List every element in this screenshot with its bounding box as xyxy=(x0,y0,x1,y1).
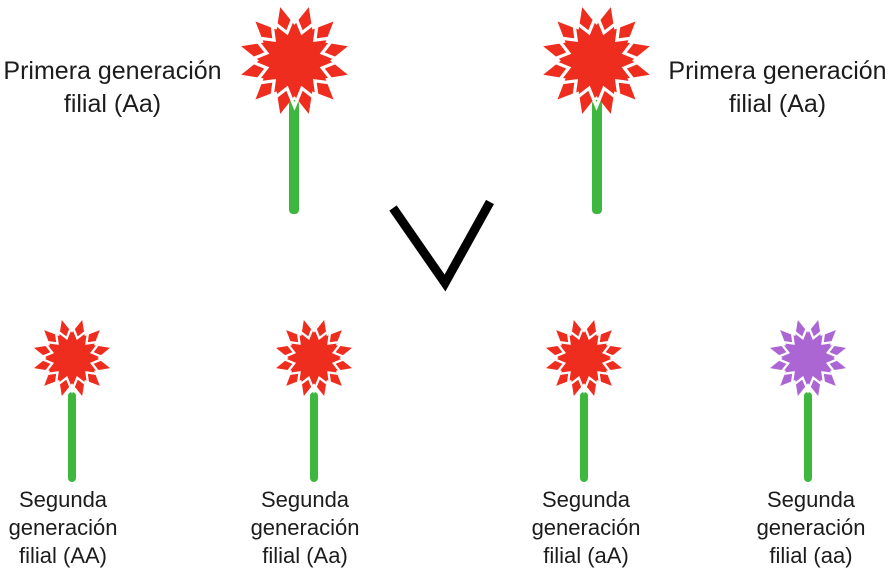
parent-right-label-line2: filial (Aa) xyxy=(728,90,827,118)
offspring-3-label: Segunda generación filial (aA) xyxy=(476,486,696,570)
parent-left-label-line1: Primera generación xyxy=(3,57,222,85)
offspring-4-label-line1: Segunda xyxy=(766,487,856,512)
parent-left-label: Primera generación filial (Aa) xyxy=(0,55,225,121)
offspring-4-label-line2: generación xyxy=(756,515,866,540)
offspring-2-label-line3: filial (Aa) xyxy=(262,543,348,568)
offspring-2-flower-icon xyxy=(275,319,353,397)
parent-right-flower-stem xyxy=(592,100,602,214)
offspring-3-label-line2: generación xyxy=(531,515,641,540)
offspring-1-flower-icon xyxy=(33,319,111,397)
offspring-4-flower-icon xyxy=(769,319,847,397)
offspring-4-label: Segunda generación filial (aa) xyxy=(701,486,892,570)
offspring-1-label-line2: generación xyxy=(8,515,118,540)
offspring-1-label: Segunda generación filial (AA) xyxy=(0,486,173,570)
parent-right-label-line1: Primera generación xyxy=(668,57,887,85)
offspring-4-flower-stem xyxy=(804,392,812,482)
parent-right-label: Primera generación filial (Aa) xyxy=(663,55,892,121)
offspring-4-label-line3: filial (aa) xyxy=(769,543,853,568)
parent-right-flower-icon xyxy=(543,7,650,114)
offspring-2-label-line1: Segunda xyxy=(260,487,350,512)
parent-left-flower-stem xyxy=(289,100,299,214)
parent-left-flower-icon xyxy=(241,7,348,114)
offspring-3-flower-icon xyxy=(545,319,623,397)
offspring-1-flower-stem xyxy=(68,392,76,482)
offspring-2-label-line2: generación xyxy=(250,515,360,540)
offspring-3-label-line1: Segunda xyxy=(541,487,631,512)
offspring-3-label-line3: filial (aA) xyxy=(543,543,629,568)
offspring-2-label: Segunda generación filial (Aa) xyxy=(195,486,415,570)
offspring-2-flower-stem xyxy=(310,392,318,482)
parent-left-label-line2: filial (Aa) xyxy=(63,90,162,118)
cross-chevron-icon xyxy=(389,199,494,292)
offspring-3-flower-stem xyxy=(580,392,588,482)
offspring-1-label-line1: Segunda xyxy=(18,487,108,512)
offspring-1-label-line3: filial (AA) xyxy=(18,543,107,568)
